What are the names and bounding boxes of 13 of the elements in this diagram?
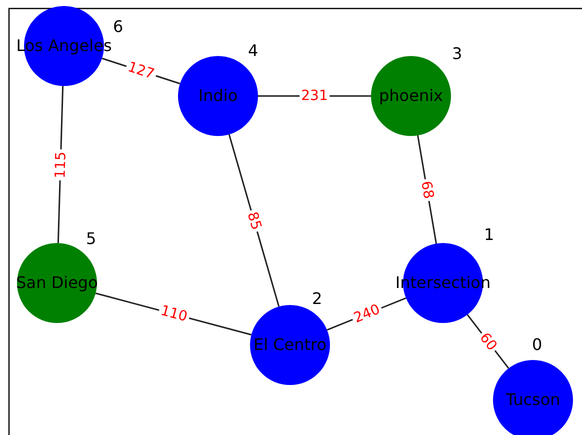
node-index: 5 <box>86 231 96 247</box>
node-index: 6 <box>113 19 124 35</box>
node-index: 1 <box>484 227 494 243</box>
node-label: Tucson <box>506 392 560 408</box>
node-label: El Centro <box>253 337 327 353</box>
node-label: phoenix <box>379 88 443 104</box>
node-index: 2 <box>312 291 322 307</box>
edge-line <box>228 134 280 307</box>
node-index: 4 <box>248 43 258 59</box>
node-index: 3 <box>452 46 462 62</box>
node-label: San Diego <box>16 275 98 291</box>
node-index: 0 <box>532 337 542 353</box>
node-label: Indio <box>198 88 238 104</box>
